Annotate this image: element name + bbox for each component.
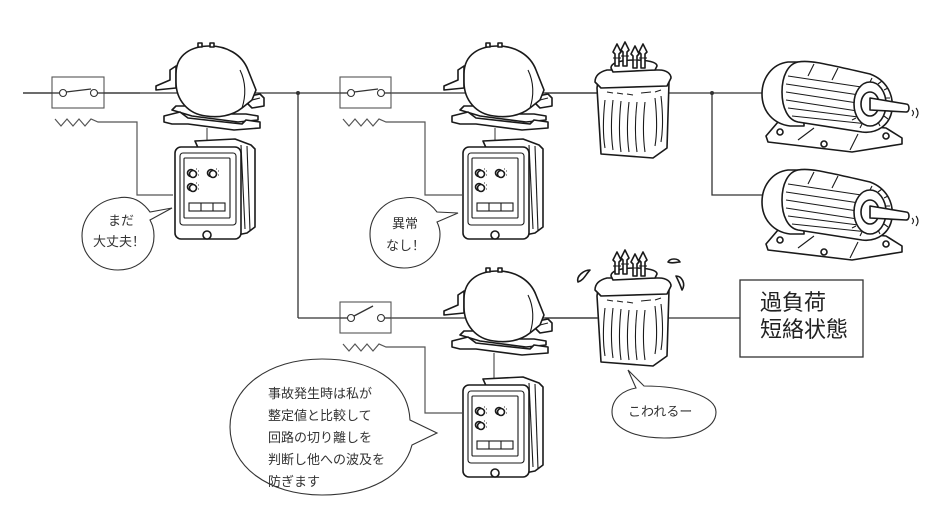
bubble-text: 異常 (392, 217, 418, 232)
fault-label-line-1: 過負荷 (760, 291, 826, 316)
breaker-2 (339, 76, 392, 109)
bubble-text: 判断し他への波及を (268, 453, 385, 468)
sweat-drop-icon (675, 275, 685, 291)
speech-bubble-transformer-2: こわれるー (611, 369, 717, 439)
breaker-3-open (339, 301, 392, 334)
trip-coil-2 (342, 118, 462, 196)
trip-coil-3 (342, 343, 462, 414)
bubble-text: 防ぎます (268, 474, 320, 490)
fault-label-line-2: 短絡状態 (760, 318, 848, 343)
bubble-text: 回路の切り離しを (268, 430, 372, 446)
speech-bubble-relay-2: 異常 なし！ (369, 196, 459, 269)
bubble-text: 事故発生時は私が (268, 387, 372, 402)
motor-1 (761, 60, 919, 153)
sweat-drop-icon (667, 258, 681, 264)
bubble-text: こわれるー (628, 405, 692, 420)
current-transformer-3 (443, 267, 553, 356)
current-transformer-2 (443, 42, 553, 131)
motor-2 (761, 168, 919, 261)
bubble-text: 整定値と比較して (268, 408, 372, 424)
speech-bubble-relay-3: 事故発生時は私が 整定値と比較して 回路の切り離しを 判断し他への波及を 防ぎま… (229, 358, 439, 496)
transformer-2-overloaded (545, 249, 685, 367)
protective-relay-1 (174, 138, 256, 240)
motor-2-feeder (711, 93, 765, 196)
sweat-drop-icon (576, 269, 591, 283)
bubble-text: まだ (108, 214, 134, 229)
bubble-text: 大丈夫！ (93, 235, 145, 250)
current-transformer-1 (155, 42, 265, 131)
bubble-text: なし！ (386, 239, 425, 254)
breaker-1 (23, 76, 140, 109)
fault-state-box: 過負荷 短絡状態 (739, 279, 864, 358)
transformer-1 (545, 41, 672, 159)
protective-relay-3 (462, 376, 544, 478)
protective-relay-2 (462, 138, 544, 240)
speech-bubble-relay-1: まだ 大丈夫！ (81, 196, 173, 271)
trip-coil-1 (54, 118, 173, 196)
